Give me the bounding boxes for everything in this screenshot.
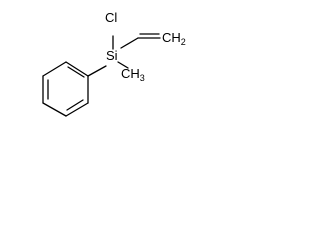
ring-bond-4 <box>42 102 67 117</box>
ring-bond-1 <box>65 61 89 77</box>
vinyl-subscript: 2 <box>181 37 186 47</box>
ring-inner-bond-2 <box>66 99 84 111</box>
phenyl-si-bond <box>87 65 107 77</box>
phenyl-ring <box>42 61 89 117</box>
chlorine-label: Cl <box>105 10 117 25</box>
ring-bond-6 <box>42 61 67 77</box>
structure-diagram: Cl Si CH2 CH3 <box>42 10 186 117</box>
si-methyl-bond <box>117 61 129 69</box>
vinyl-ch2-label: CH2 <box>162 30 186 47</box>
si-vinyl-bond <box>120 37 139 49</box>
ring-inner-bond-1 <box>67 66 85 78</box>
methyl-ch3-label: CH3 <box>121 66 145 83</box>
vinyl-ch-text: CH <box>162 30 181 45</box>
methyl-ch-text: CH <box>121 66 140 81</box>
ring-bond-3 <box>65 102 89 117</box>
methyl-subscript: 3 <box>140 73 145 83</box>
silicon-label: Si <box>106 48 118 63</box>
